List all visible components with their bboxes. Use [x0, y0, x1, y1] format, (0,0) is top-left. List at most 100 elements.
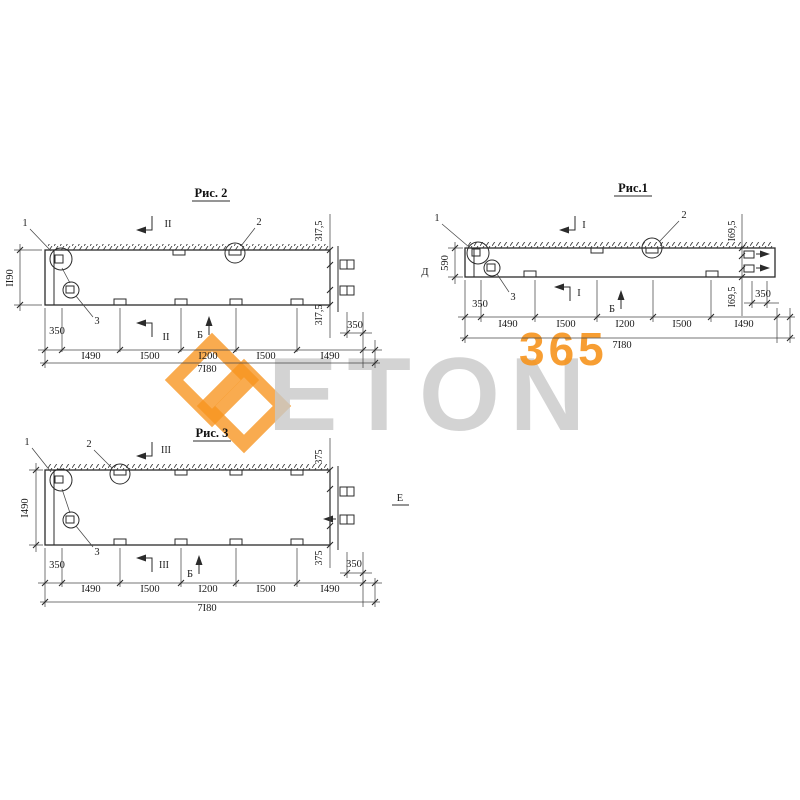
anchor-detail-shapes	[54, 475, 75, 524]
view-arrowhead	[617, 290, 625, 300]
dim-segment-2: I500	[140, 584, 159, 595]
callout-circle-1	[49, 247, 73, 271]
anchor-connector-line	[61, 488, 71, 514]
section-label-bottom: III	[159, 560, 169, 571]
figure-3-dimensions: 350 I490 I500 I200 I500 I490 7I80 I490 3…	[20, 438, 382, 614]
anchor-connector-line	[61, 267, 71, 284]
section-label-top: II	[165, 219, 172, 230]
figure-3-right-detail	[323, 466, 355, 550]
callout-label-3: 3	[510, 292, 515, 303]
figure-2-dimensions: 350 I490 I500 I200 I500 I490 7I80 II90 3…	[5, 214, 382, 375]
dim-segment-4: I500	[256, 351, 275, 362]
dim-offset-left: 350	[49, 560, 65, 571]
figure-3-section-marks: III III Б Е	[136, 442, 409, 580]
figure-2-beam	[44, 244, 331, 306]
section-label-top: I	[582, 220, 586, 231]
figure-1-title: Рис.1	[618, 181, 648, 195]
dim-segment-1: I490	[81, 351, 100, 362]
view-arrowhead	[195, 555, 203, 565]
dim-segment-3: I200	[198, 584, 217, 595]
figure-1-dimensions: 350 I490 I500 I200 I500 I490 7I80 590 I6…	[440, 214, 795, 351]
callout-label-1: 1	[24, 437, 29, 448]
extension-lines	[14, 249, 376, 368]
dim-segment-3: I200	[198, 351, 217, 362]
callout-circle-1	[466, 241, 490, 265]
section-arrowhead-bottom	[554, 283, 564, 291]
callout-circle-2	[641, 237, 663, 259]
section-arrowhead-bottom	[136, 319, 146, 327]
section-label-bottom: I	[577, 288, 581, 299]
figure-3-title: Рис. 3	[196, 426, 229, 440]
dim-right-top: 3I7,5	[314, 221, 325, 242]
dim-segment-2: I500	[140, 351, 159, 362]
beam-outline	[44, 249, 331, 306]
dimension-lines	[35, 438, 382, 603]
dim-segment-1: I490	[498, 319, 517, 330]
figure-3: Рис. 3 1 2 3 III III	[20, 426, 409, 614]
dim-segment-1: I490	[81, 584, 100, 595]
section-arrowhead-top	[559, 226, 569, 234]
callout-circle-2	[224, 242, 246, 264]
section-arrowhead-bottom	[136, 554, 146, 562]
beam-top-embed-plates	[590, 247, 659, 254]
dim-right-top: I69,5	[727, 221, 738, 242]
section-arrowhead-top	[136, 226, 146, 234]
beam-bottom-embed-plates	[113, 298, 304, 306]
dim-right-bottom: I69,5	[727, 287, 738, 308]
section-arrowhead-top	[136, 452, 146, 460]
dim-right-bottom: 375	[314, 551, 325, 566]
section-label-top: III	[161, 445, 171, 456]
side-view-label: Е	[397, 493, 403, 504]
beam-outline	[44, 469, 331, 546]
callout-label-1: 1	[434, 213, 439, 224]
dim-height: 590	[440, 255, 451, 271]
dim-offset-right: 350	[346, 559, 362, 570]
anchor-detail-shapes	[54, 254, 75, 294]
beam-top-hatching	[466, 242, 774, 248]
callout-label-2: 2	[681, 210, 686, 221]
beam-bottom-embed-plates	[523, 270, 719, 278]
figure-3-beam	[44, 464, 331, 546]
beam-outline	[464, 247, 776, 278]
view-label: Б	[197, 330, 203, 341]
callout-label-3: 3	[94, 547, 99, 558]
figure-3-callouts: 1 2 3	[24, 437, 131, 558]
callout-circle-1	[49, 468, 73, 492]
dim-offset-right: 350	[755, 289, 771, 300]
callout-label-3: 3	[94, 316, 99, 327]
callout-circle-2	[109, 463, 131, 485]
figure-2: Рис. 2 1 2 3 II II	[5, 186, 382, 375]
beam-top-hatching	[46, 464, 329, 470]
view-arrowhead	[205, 316, 213, 326]
dim-total: 7I80	[197, 603, 216, 614]
dim-offset-left: 350	[472, 299, 488, 310]
view-label: Б	[187, 569, 193, 580]
beam-top-embed-plates	[113, 469, 304, 476]
dim-height: I490	[20, 498, 31, 517]
callout-circle-3	[483, 259, 501, 277]
watermark-brand-text: ETON	[268, 337, 595, 453]
dim-right-top: 375	[314, 450, 325, 465]
dim-total: 7I80	[197, 364, 216, 375]
beam-top-embed-plates	[172, 249, 242, 256]
dim-right-bottom: 3I7,5	[314, 305, 325, 326]
dimension-lines	[19, 214, 382, 364]
watermark: ETON 365	[164, 323, 608, 454]
callout-leader-lines	[29, 227, 256, 318]
dimension-ticks	[32, 466, 379, 606]
dim-segment-5: I490	[734, 319, 753, 330]
dim-total: 7I80	[612, 340, 631, 351]
section-label-bottom: II	[163, 332, 170, 343]
callout-label-1: 1	[22, 218, 27, 229]
beam-top-hatching	[46, 244, 329, 250]
callout-label-2: 2	[256, 217, 261, 228]
end-detail-arrowheads	[760, 250, 770, 272]
dim-offset-right: 350	[347, 320, 363, 331]
watermark-logo-diamond-2	[196, 358, 292, 454]
watermark-number-text: 365	[519, 323, 608, 375]
end-detail-bolts	[743, 250, 755, 273]
end-detail-bolts	[339, 259, 355, 296]
dimension-ticks	[16, 246, 379, 367]
